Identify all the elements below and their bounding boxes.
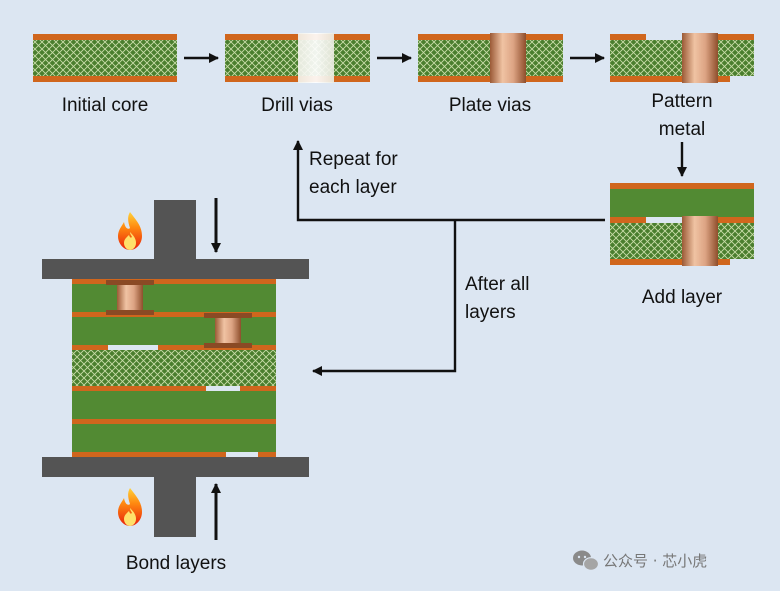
pattern-metal-board [610,33,754,83]
initial-core-label: Initial core [62,95,149,116]
top-press-plate [42,259,309,279]
plate-vias-board [418,33,563,83]
drill-vias-board [225,33,370,83]
arrow-repeat-loop [293,140,605,222]
stack-via-1 [117,285,143,310]
bottom-press-plate [42,457,309,477]
watermark-text: 公众号 · 芯小虎 [603,552,707,570]
flame-icon [118,488,142,526]
wechat-icon [573,550,600,571]
add-layer-board [610,183,754,266]
add-layer-label: Add layer [642,287,723,308]
pattern-metal-label-line1: Pattern [651,91,712,112]
top-press-ram [154,200,196,262]
drill-vias-label: Drill vias [261,95,333,116]
plated-via [490,33,526,83]
after-label-line2: layers [465,302,516,323]
plate-vias-label: Plate vias [449,95,531,116]
initial-core-board [33,34,177,82]
stack-via-2 [215,318,241,343]
repeat-label-line2: each layer [309,177,397,198]
arrow-after-all-layers [312,220,457,376]
pattern-metal-label-line2: metal [659,119,705,140]
repeat-label-line1: Repeat for [309,149,398,170]
after-label-line1: After all [465,274,529,295]
laminated-stack [72,279,276,457]
bond-layers-label: Bond layers [126,553,226,574]
bond-press [42,200,309,537]
flame-icon [118,212,142,250]
bottom-press-ram [154,475,196,537]
drilled-hole [298,33,334,83]
